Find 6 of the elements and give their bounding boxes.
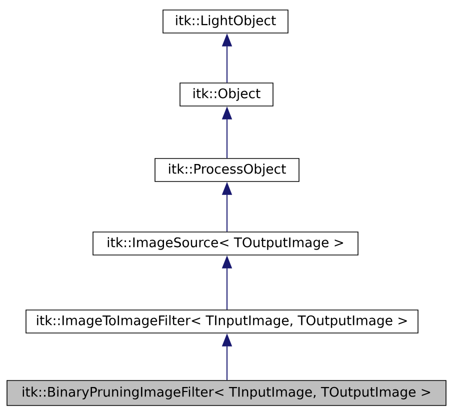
class-box: itk::Object [180, 82, 274, 106]
class-box: itk::BinaryPruningImageFilter< TInputImage, TOutputImage > [6, 380, 446, 406]
class-box: itk::ImageSource< TOutputImage > [92, 232, 358, 256]
class-box: itk::LightObject [162, 10, 288, 34]
class-box: itk::ImageToImageFilter< TInputImage, TOutputImage > [26, 310, 418, 334]
class-box: itk::ProcessObject [154, 158, 300, 182]
